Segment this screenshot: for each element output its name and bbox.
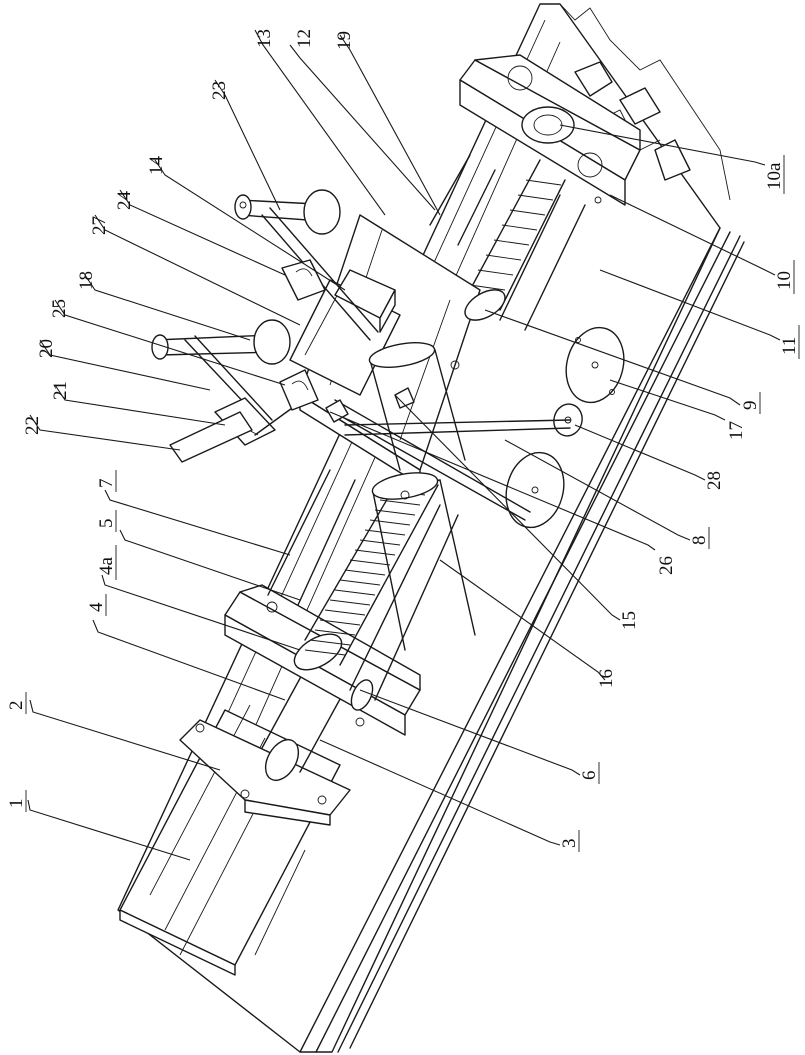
callout-20: 20 xyxy=(36,339,57,358)
upper-pin xyxy=(152,320,290,364)
callout-19: 19 xyxy=(334,31,355,50)
callout-28: 28 xyxy=(704,471,725,490)
callout-18: 18 xyxy=(76,271,97,290)
support-block xyxy=(282,260,325,300)
callout-6: 6 xyxy=(579,771,600,781)
callout-3: 3 xyxy=(559,839,580,849)
callout-27: 27 xyxy=(89,216,110,235)
callout-10: 10 xyxy=(774,271,795,290)
callout-5: 5 xyxy=(96,519,117,529)
callout-1: 1 xyxy=(6,799,27,809)
callout-4: 4 xyxy=(86,602,107,612)
callout-8: 8 xyxy=(689,536,710,546)
callout-12: 12 xyxy=(294,29,315,48)
callout-16: 16 xyxy=(596,669,617,688)
callout-25: 25 xyxy=(49,299,70,318)
callout-9: 9 xyxy=(740,401,761,411)
callout-2: 2 xyxy=(6,701,27,711)
callout-22: 22 xyxy=(22,416,43,435)
callout-7: 7 xyxy=(96,479,117,489)
rear-bearing xyxy=(522,107,574,143)
callout-13: 13 xyxy=(254,29,275,48)
callout-24: 24 xyxy=(114,191,135,211)
callout-4a: 4a xyxy=(96,557,117,576)
callout-11: 11 xyxy=(779,337,800,355)
callout-21: 21 xyxy=(50,381,71,400)
callout-26: 26 xyxy=(656,556,677,575)
callout-17: 17 xyxy=(726,421,747,440)
callout-15: 15 xyxy=(619,611,640,630)
callout-10a: 10a xyxy=(764,162,785,190)
callout-23: 23 xyxy=(209,81,230,100)
callout-14: 14 xyxy=(146,156,167,176)
